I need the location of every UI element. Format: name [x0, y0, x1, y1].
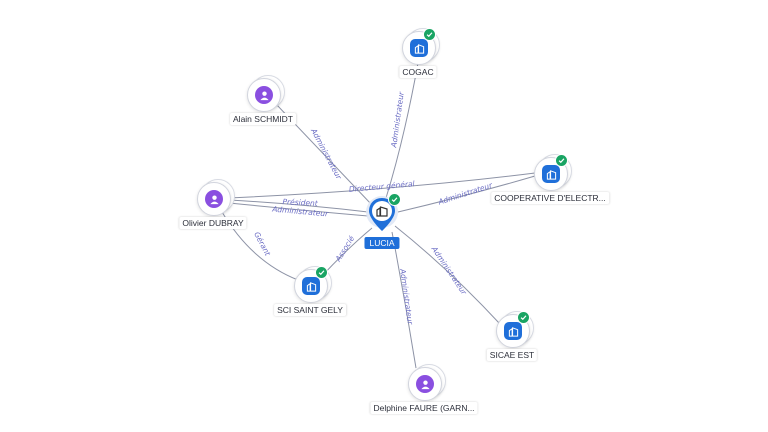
- edge-olivier-center: [228, 202, 369, 217]
- node-disc[interactable]: [294, 266, 328, 303]
- node-label-alain[interactable]: Alain SCHMIDT: [230, 113, 296, 125]
- building-icon: [302, 277, 320, 295]
- node-label-delphine[interactable]: Delphine FAURE (GARN...: [370, 402, 478, 414]
- edge-label: Directeur général: [349, 179, 416, 194]
- node-disc[interactable]: [247, 78, 281, 112]
- verified-check-icon: [315, 266, 328, 279]
- verified-check-icon: [423, 28, 436, 41]
- verified-check-icon: [555, 154, 568, 167]
- edge-label: Administrateur: [436, 180, 494, 206]
- center-node-label[interactable]: LUCIA: [364, 237, 400, 249]
- edge-label: Administrateur: [389, 90, 406, 149]
- verified-check-icon: [517, 311, 530, 324]
- edge-label: Administrateur: [398, 267, 415, 326]
- building-icon: [410, 39, 428, 57]
- node-label-sci[interactable]: SCI SAINT GELY: [274, 304, 346, 316]
- node-label-olivier[interactable]: Olivier DUBRAY: [179, 217, 247, 229]
- building-icon: [504, 322, 522, 340]
- edge-cooperative-center: [397, 175, 536, 213]
- edge-center-sicae: [394, 225, 501, 325]
- node-label-cooperative[interactable]: COOPERATIVE D'ELECTR...: [491, 192, 609, 204]
- edge-olivier-cooperative: [228, 172, 536, 199]
- building-icon: [542, 165, 560, 183]
- node-disc[interactable]: [197, 182, 231, 216]
- edge-cogac-center: [385, 62, 419, 199]
- person-icon: [255, 86, 273, 104]
- edge-label: Gérant: [252, 230, 273, 258]
- node-disc[interactable]: [534, 154, 568, 191]
- edge-label: Président: [282, 197, 319, 208]
- edge-label: Administrateur: [429, 244, 469, 297]
- edge-label: Administrateur: [309, 126, 344, 181]
- node-label-sicae[interactable]: SICAE EST: [486, 349, 538, 361]
- center-node-lucia[interactable]: [365, 193, 401, 240]
- node-label-cogac[interactable]: COGAC: [399, 66, 437, 78]
- edge-olivier-center: [228, 199, 369, 213]
- edge-label: Associé: [333, 234, 356, 264]
- verified-check-icon: [388, 193, 401, 206]
- node-disc[interactable]: [408, 367, 442, 401]
- person-icon: [416, 375, 434, 393]
- node-disc[interactable]: [496, 311, 530, 348]
- person-icon: [205, 190, 223, 208]
- node-disc[interactable]: [402, 28, 436, 65]
